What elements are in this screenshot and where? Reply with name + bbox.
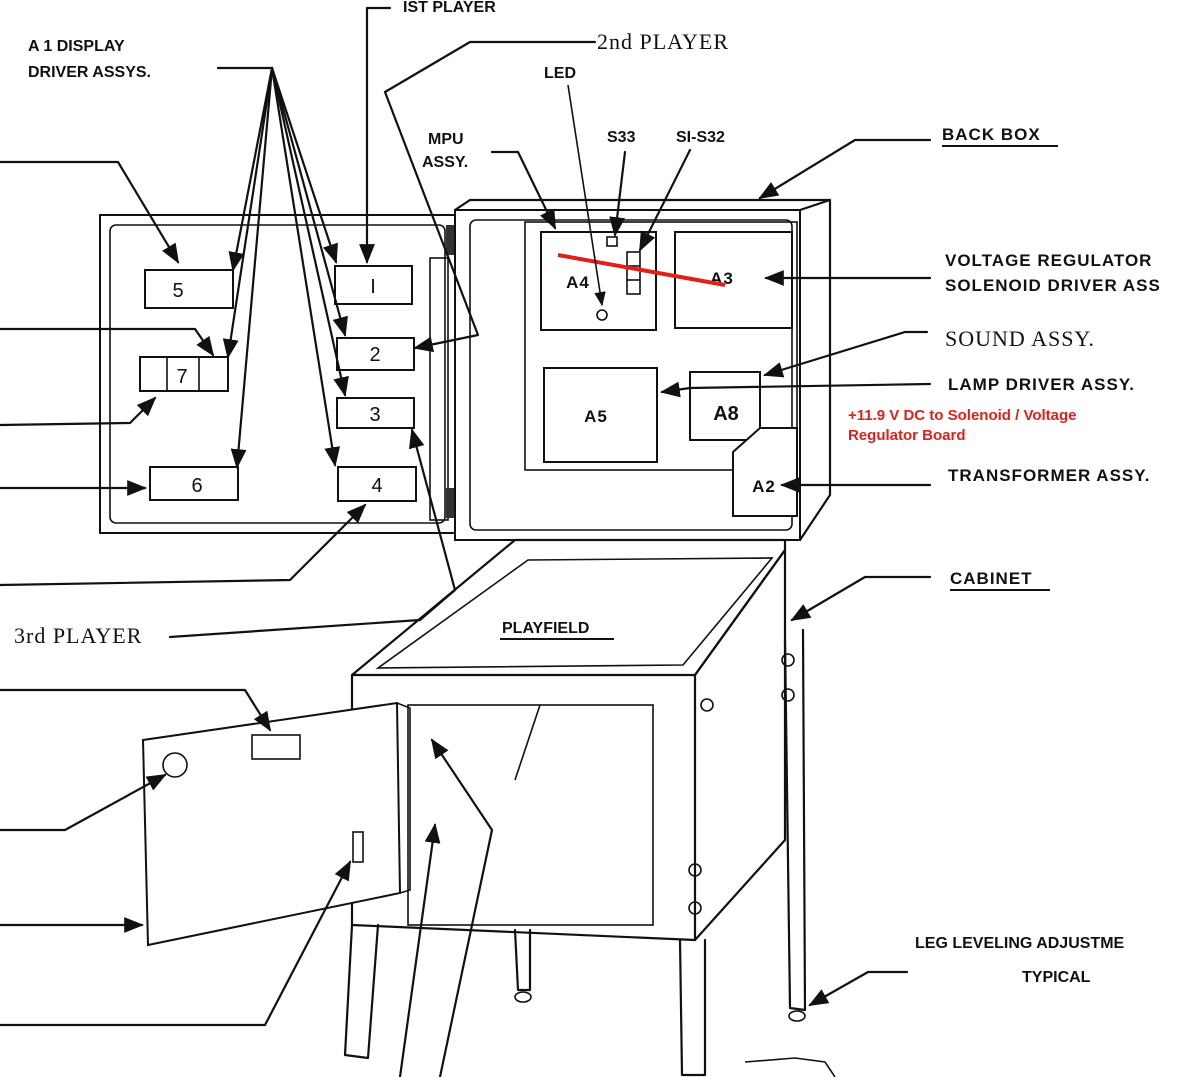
label-first-player: IST PLAYER <box>403 0 496 16</box>
label-lamp-driver: LAMP DRIVER ASSY. <box>948 375 1135 394</box>
annotation-line-1: +11.9 V DC to Solenoid / Voltage <box>848 407 1077 424</box>
back-right-leg <box>783 628 807 1012</box>
cabinet-bolt-3 <box>688 901 702 915</box>
base-fragment <box>744 1057 836 1077</box>
board-a5-label: A5 <box>584 407 608 426</box>
label-mpu-1: MPU <box>428 131 464 148</box>
cabinet-side <box>693 548 787 942</box>
board-panel <box>524 221 798 471</box>
display-4-label: 4 <box>371 475 382 497</box>
display-1 <box>334 265 413 305</box>
switch-s33 <box>606 236 618 247</box>
cabinet-opening <box>407 704 654 926</box>
label-s1-s32: SI-S32 <box>676 129 725 146</box>
display-3-label: 3 <box>369 404 380 426</box>
label-a1-display-1: A 1 DISPLAY <box>28 38 125 55</box>
coin-door-handle <box>251 734 301 760</box>
leader-lines <box>0 6 932 1077</box>
leveler-2 <box>788 1010 806 1022</box>
coin-door-lock <box>162 752 188 778</box>
board-a8 <box>689 371 761 441</box>
annotation-line-2: Regulator Board <box>848 427 966 444</box>
switch-s1-s32 <box>626 251 641 295</box>
display-6 <box>149 466 239 501</box>
label-voltage-reg-1: VOLTAGE REGULATOR <box>945 251 1152 270</box>
cabinet-bolt-5 <box>781 688 795 702</box>
label-mpu-2: ASSY. <box>422 154 468 171</box>
backbox-left-door-inner <box>109 224 446 524</box>
coin-slot <box>352 831 364 863</box>
coin-door-edge <box>396 702 411 894</box>
board-a4-label: A4 <box>566 273 590 292</box>
backbox-side <box>798 198 832 542</box>
label-playfield: PLAYFIELD <box>502 620 589 637</box>
label-leg-level-1: LEG LEVELING ADJUSTME <box>915 935 1125 952</box>
cabinet-bolt-4 <box>781 653 795 667</box>
label-a1-display-2: DRIVER ASSYS. <box>28 64 151 81</box>
red-mark-line <box>557 253 726 287</box>
label-led: LED <box>544 65 576 82</box>
board-a8-label: A8 <box>713 403 739 425</box>
display-3 <box>336 397 415 429</box>
back-left-leg <box>513 928 532 992</box>
leveler-1 <box>514 991 532 1003</box>
board-a2 <box>732 427 798 517</box>
coin-door <box>141 701 402 947</box>
cabinet <box>141 538 836 1077</box>
label-second-player: 2nd PLAYER <box>597 29 729 54</box>
label-cabinet: CABINET <box>950 569 1033 588</box>
cabinet-front <box>350 673 697 942</box>
backbox-top <box>453 198 832 212</box>
label-voltage-reg-2: SOLENOID DRIVER ASS <box>945 276 1161 295</box>
display-boxes: I 2 3 4 5 6 7 <box>139 265 417 502</box>
board-a2-label: A2 <box>752 477 776 496</box>
display-6-label: 6 <box>191 475 202 497</box>
label-third-player: 3rd PLAYER <box>14 623 142 648</box>
label-back-box: BACK BOX <box>942 125 1041 144</box>
display-5-label: 5 <box>172 280 183 302</box>
display-5 <box>144 269 234 309</box>
display-7 <box>139 356 229 392</box>
label-sound-assy: SOUND ASSY. <box>945 326 1095 351</box>
label-s33: S33 <box>607 129 636 146</box>
playfield-glass <box>375 557 774 669</box>
display-2 <box>336 337 415 371</box>
front-left-leg <box>343 923 380 1060</box>
display-1-label: I <box>370 276 376 298</box>
cabinet-bolt-1 <box>700 698 714 712</box>
front-right-leg <box>678 938 707 1077</box>
board-a5 <box>543 367 658 463</box>
label-transformer: TRANSFORMER ASSY. <box>948 466 1150 485</box>
label-leg-level-2: TYPICAL <box>1022 969 1091 986</box>
display-2-label: 2 <box>369 344 380 366</box>
cabinet-bolt-2 <box>688 863 702 877</box>
text-labels: IST PLAYER 2nd PLAYER A 1 DISPLAY DRIVER… <box>14 0 1161 986</box>
display-7-label: 7 <box>176 366 187 388</box>
display-4 <box>337 466 417 502</box>
led-indicator <box>596 309 608 321</box>
backbox-right-inner <box>469 219 793 531</box>
door-hinge <box>429 257 449 521</box>
